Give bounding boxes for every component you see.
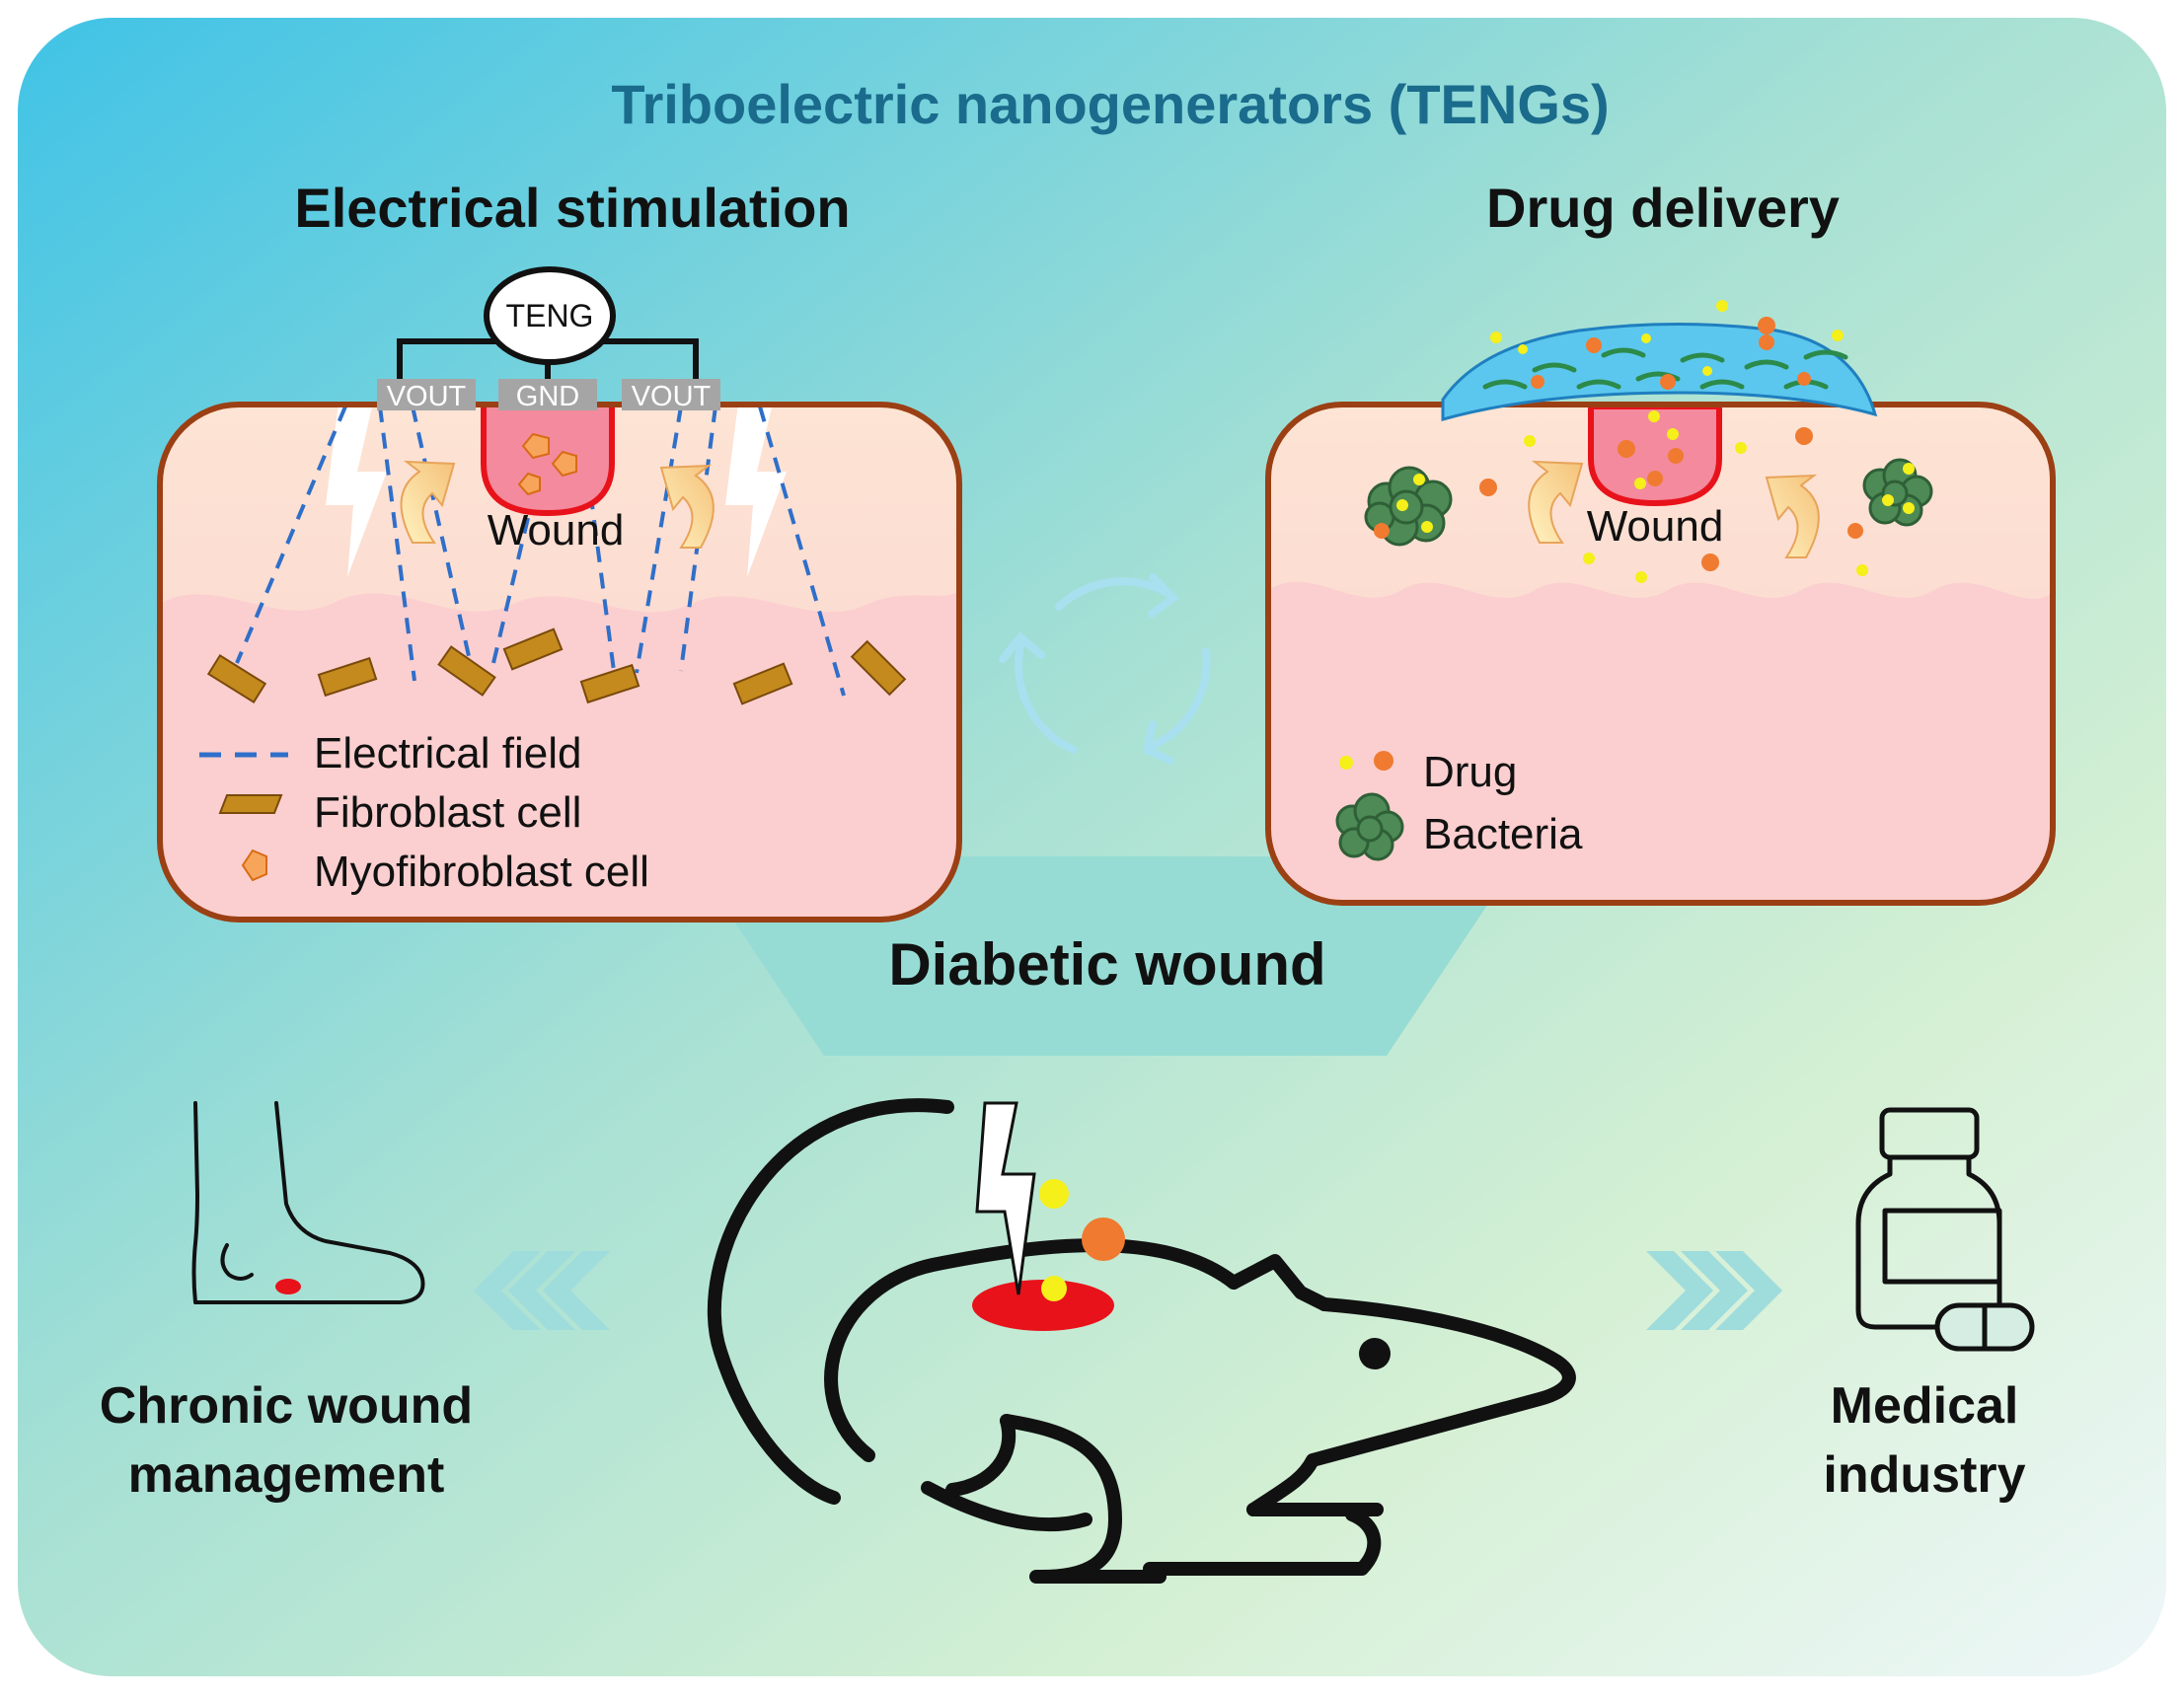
drug-particle-orange: [1082, 1218, 1125, 1261]
legend-label: Bacteria: [1423, 810, 1583, 858]
myofibroblast-cells: [517, 432, 577, 496]
dermis-layer: [1268, 581, 2053, 903]
fibroblast-cells: [206, 628, 907, 705]
legend-swatch-drug: [1374, 751, 1393, 771]
lightning-bolt-icon: [725, 403, 787, 577]
curved-arrow-icon: [659, 464, 715, 549]
rat-wound: [972, 1280, 1114, 1331]
electrode-vout-left: [377, 379, 476, 410]
lightning-bolt-icon: [326, 403, 387, 577]
electrical-stimulation-panel: Wound TENG VOUT GND VOUT Electrical fiel…: [157, 266, 962, 923]
foot-icon: [191, 1101, 425, 1304]
wound-label-right: Wound: [1587, 502, 1724, 551]
electrode-label: VOUT: [632, 381, 712, 412]
legend-swatch-bacteria: [1335, 792, 1404, 861]
foot-wound-icon: [275, 1279, 301, 1294]
legend-label: Drug: [1423, 748, 1517, 796]
rat-eye: [1359, 1338, 1391, 1369]
cycle-arrows-icon: [999, 573, 1211, 765]
curved-arrow-icon: [1528, 460, 1584, 544]
lightning-bolt-icon: [975, 1101, 1036, 1295]
drug-particle-yellow: [1041, 1276, 1067, 1301]
medicine-bottle-icon: [1855, 1107, 2035, 1352]
legend-swatch-myofibroblast: [241, 849, 267, 882]
legend-label: Fibroblast cell: [314, 788, 581, 837]
chronic-wound-label-line2: management: [128, 1446, 445, 1504]
curved-arrow-icon: [400, 460, 456, 544]
wound-pocket: [1588, 404, 1722, 507]
drug-particles-yellow: [1490, 300, 1844, 376]
drug-particles-orange: [1531, 317, 1811, 390]
drug-delivery-panel: Wound: [1265, 300, 2056, 906]
hydrogel-fibers: [1482, 347, 1848, 390]
legend-label: Myofibroblast cell: [314, 848, 649, 896]
electrode-vout-right: [622, 379, 720, 410]
wound-label-left: Wound: [488, 506, 625, 554]
chronic-wound-label-line1: Chronic wound: [100, 1377, 473, 1435]
curved-arrow-icon: [1765, 474, 1820, 558]
electrode-label: GND: [516, 381, 579, 412]
legend-swatch-drug: [1339, 756, 1353, 770]
drug-particles-orange: [1374, 427, 1863, 571]
medical-industry-label-line1: Medical: [1831, 1377, 2019, 1435]
legend-swatch-fibroblast: [218, 794, 283, 814]
electrode-gnd: [498, 379, 597, 410]
main-title: Triboelectric nanogenerators (TENGs): [611, 73, 1609, 135]
medical-industry-label-line2: industry: [1823, 1446, 2025, 1504]
drug-delivery-title: Drug delivery: [1486, 177, 1840, 239]
electrical-stimulation-title: Electrical stimulation: [294, 177, 850, 239]
legend-label: Electrical field: [314, 729, 581, 777]
teng-label: TENG: [506, 298, 594, 333]
chevron-right-arrows-icon: [1646, 1251, 1782, 1330]
electrode-label: VOUT: [387, 381, 467, 412]
chevron-left-arrows-icon: [474, 1251, 610, 1330]
drug-particles-yellow: [1396, 410, 1915, 583]
drug-particle-yellow: [1039, 1179, 1069, 1209]
diabetic-wound-label: Diabetic wound: [888, 931, 1325, 997]
electrical-legend: Electrical field Fibroblast cell Myofibr…: [199, 729, 649, 896]
teng-device: [484, 266, 616, 365]
wound-pocket: [481, 402, 615, 517]
rat-icon: [707, 1098, 1576, 1584]
drug-legend: Drug Bacteria: [1335, 748, 1583, 861]
